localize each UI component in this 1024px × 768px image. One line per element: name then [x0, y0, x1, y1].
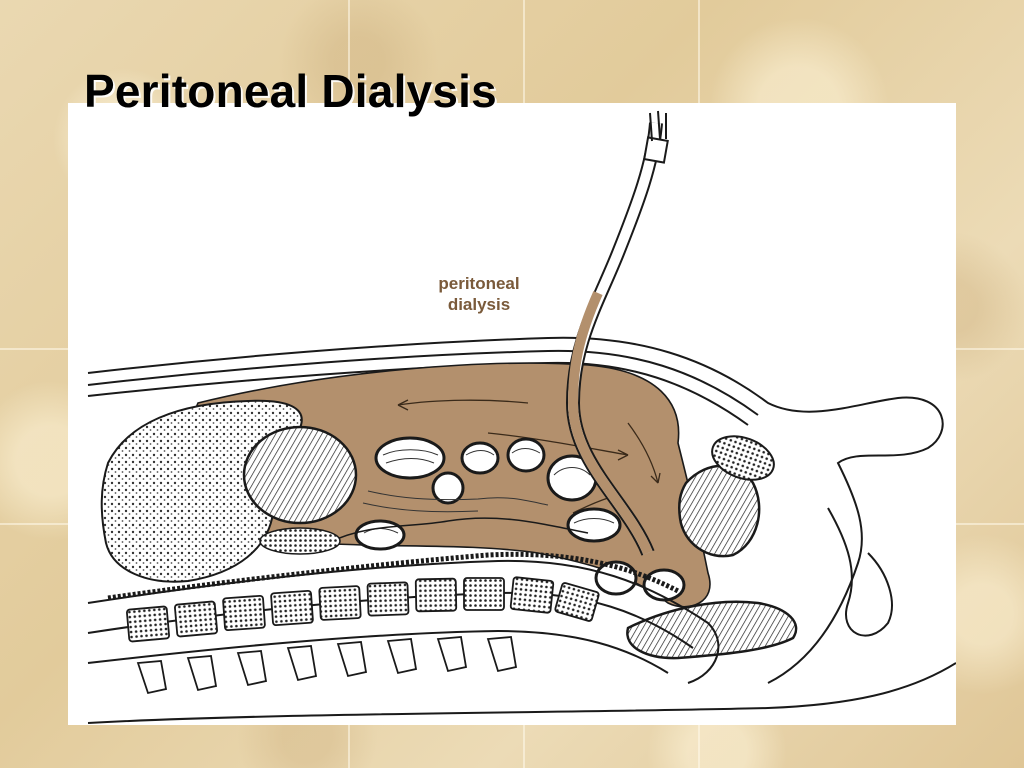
procedure-label-line1: peritoneal — [438, 274, 520, 293]
vertebrae — [126, 576, 600, 643]
stomach — [242, 425, 358, 525]
pancreas — [259, 527, 341, 555]
mesentery — [327, 517, 589, 544]
dialysis-catheter — [565, 110, 669, 556]
anatomy-figure: peritoneal dialysis — [68, 103, 956, 725]
slide-title: Peritoneal Dialysis — [84, 65, 497, 117]
anatomy-illustration — [87, 110, 956, 724]
flow-arrows — [397, 399, 661, 514]
procedure-label-line2: dialysis — [447, 295, 511, 314]
intestine-texture — [362, 448, 615, 534]
spinal-processes — [136, 636, 518, 695]
body-wall — [87, 336, 956, 724]
rectum — [626, 600, 798, 660]
procedure-label: peritoneal dialysis — [409, 273, 549, 315]
pubic-bone — [711, 435, 775, 481]
